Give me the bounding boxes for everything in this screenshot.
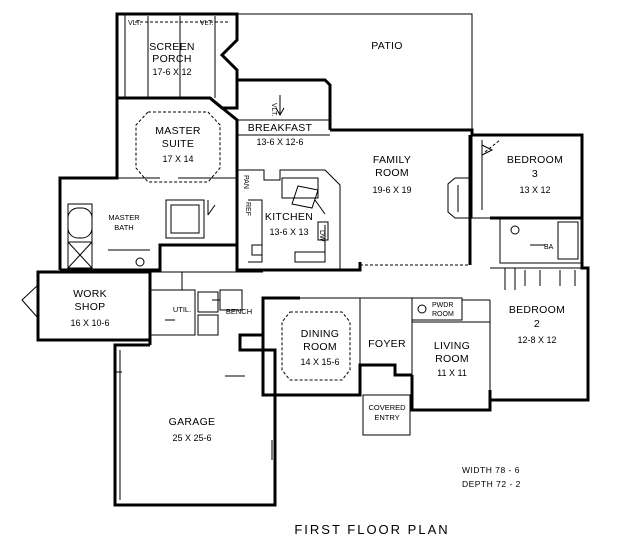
work-shop	[21, 280, 151, 340]
master-bath-name-2: BATH	[114, 223, 133, 232]
bath-name: BA	[544, 244, 554, 251]
master-bath	[60, 199, 237, 272]
work-shop-name-1: WORK	[73, 288, 107, 300]
plan-title: FIRST FLOOR PLAN	[294, 522, 449, 537]
bedroom-3-size: 13 X 12	[519, 185, 550, 195]
util-name: UTIL.	[173, 305, 191, 314]
vlt-label-1: VLT.	[128, 20, 142, 27]
dw-label: DW	[318, 230, 325, 242]
family-room-size: 19-6 X 19	[372, 185, 411, 195]
garage	[115, 350, 273, 500]
dining-room	[281, 297, 361, 381]
living-room-size: 11 X 11	[437, 368, 467, 378]
family-room-name-2: ROOM	[375, 167, 409, 179]
breakfast-size: 13-6 X 12-6	[256, 137, 303, 147]
pan-label: PAN	[242, 175, 249, 189]
covered-entry-name-2: ENTRY	[374, 413, 399, 422]
bedroom-3	[471, 135, 501, 219]
garage-size: 25 X 25-6	[172, 433, 211, 443]
bedroom-2-name-1: BEDROOM	[509, 304, 565, 316]
exterior-walls	[36, 78, 590, 507]
dining-room-name-1: DINING	[301, 328, 340, 340]
vlt-label-2: VLT.	[200, 20, 214, 27]
breakfast	[237, 95, 330, 136]
master-suite-size: 17 X 14	[162, 154, 193, 164]
kitchen-size: 13-6 X 13	[269, 227, 308, 237]
bath	[499, 217, 583, 264]
family-room-name-1: FAMILY	[373, 154, 411, 166]
work-shop-size: 16 X 10-6	[70, 318, 109, 328]
bedroom-2-size: 12-8 X 12	[517, 335, 556, 345]
kitchen-name: KITCHEN	[265, 211, 313, 223]
powder-room-name-2: ROOM	[432, 311, 454, 318]
bedroom-2-name-2: 2	[534, 318, 540, 330]
width-dimension: WIDTH 78 - 6	[462, 465, 520, 475]
living-room-name-1: LIVING	[434, 340, 470, 352]
dining-room-name-2: ROOM	[303, 341, 337, 353]
screen-porch-size: 17-6 X 12	[152, 67, 191, 77]
bench-name: BENCH	[226, 307, 252, 316]
garage-name: GARAGE	[169, 416, 216, 428]
breakfast-name: BREAKFAST	[248, 122, 313, 134]
work-shop-name-2: SHOP	[75, 301, 106, 313]
living-room	[411, 320, 490, 375]
bedroom-2	[489, 267, 588, 390]
screen-porch	[115, 12, 239, 98]
master-suite-name-1: MASTER	[155, 125, 201, 137]
patio-name: PATIO	[371, 40, 402, 52]
screen-porch-name-1: SCREEN	[149, 41, 195, 53]
kitchen	[235, 169, 341, 272]
master-bath-name-1: MASTER	[108, 213, 140, 222]
depth-dimension: DEPTH 72 - 2	[462, 479, 521, 489]
bedroom-3-name-1: BEDROOM	[507, 154, 563, 166]
foyer-name: FOYER	[368, 338, 406, 350]
master-suite-name-2: SUITE	[162, 138, 194, 150]
family-room	[339, 135, 472, 272]
dining-room-size: 14 X 15-6	[300, 357, 339, 367]
bedroom-3-name-2: 3	[532, 168, 538, 180]
vlt-label-3: VLT.	[270, 103, 277, 117]
covered-entry-name-1: COVERED	[368, 403, 406, 412]
powder-room	[411, 297, 490, 321]
ref-label: REF	[244, 202, 251, 216]
utility	[149, 271, 263, 336]
living-room-name-2: ROOM	[435, 353, 469, 365]
screen-porch-name-2: PORCH	[152, 53, 191, 65]
powder-room-name-1: PWDR	[432, 302, 453, 309]
covered-entry	[362, 394, 411, 436]
